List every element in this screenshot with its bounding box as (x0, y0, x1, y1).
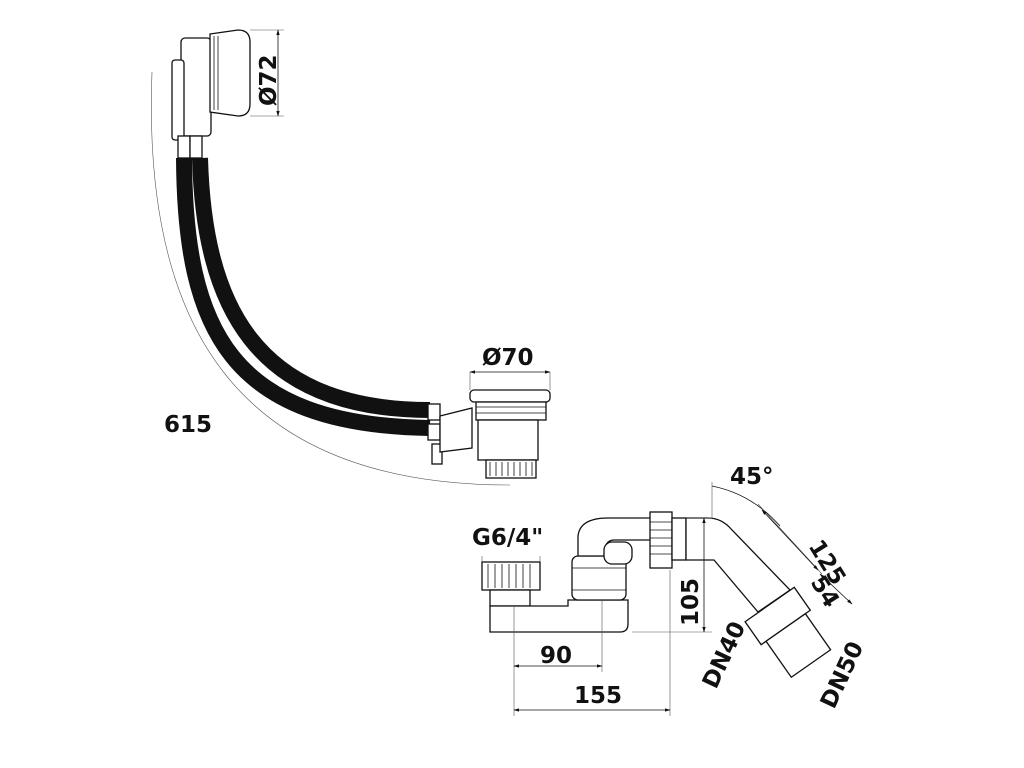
flexible-hose-pair (176, 157, 431, 436)
trap-height-label: 105 (678, 578, 704, 626)
horizontal-offset-label: 90 (540, 643, 572, 669)
waste-body (427, 389, 551, 479)
dn40-label: DN40 (698, 618, 751, 693)
overflow-head (171, 29, 251, 159)
overflow-diameter-label: Ø72 (256, 54, 282, 106)
bath-trap (481, 511, 687, 633)
overall-width-label: 155 (574, 683, 622, 709)
cable-length-label: 615 (164, 412, 212, 438)
reducer-dn50 (744, 586, 832, 679)
thread-label: G6/4" (472, 525, 543, 551)
waste-diameter-label: Ø70 (482, 345, 534, 371)
angle-label: 45° (730, 464, 774, 490)
dimension-lines (151, 29, 853, 716)
